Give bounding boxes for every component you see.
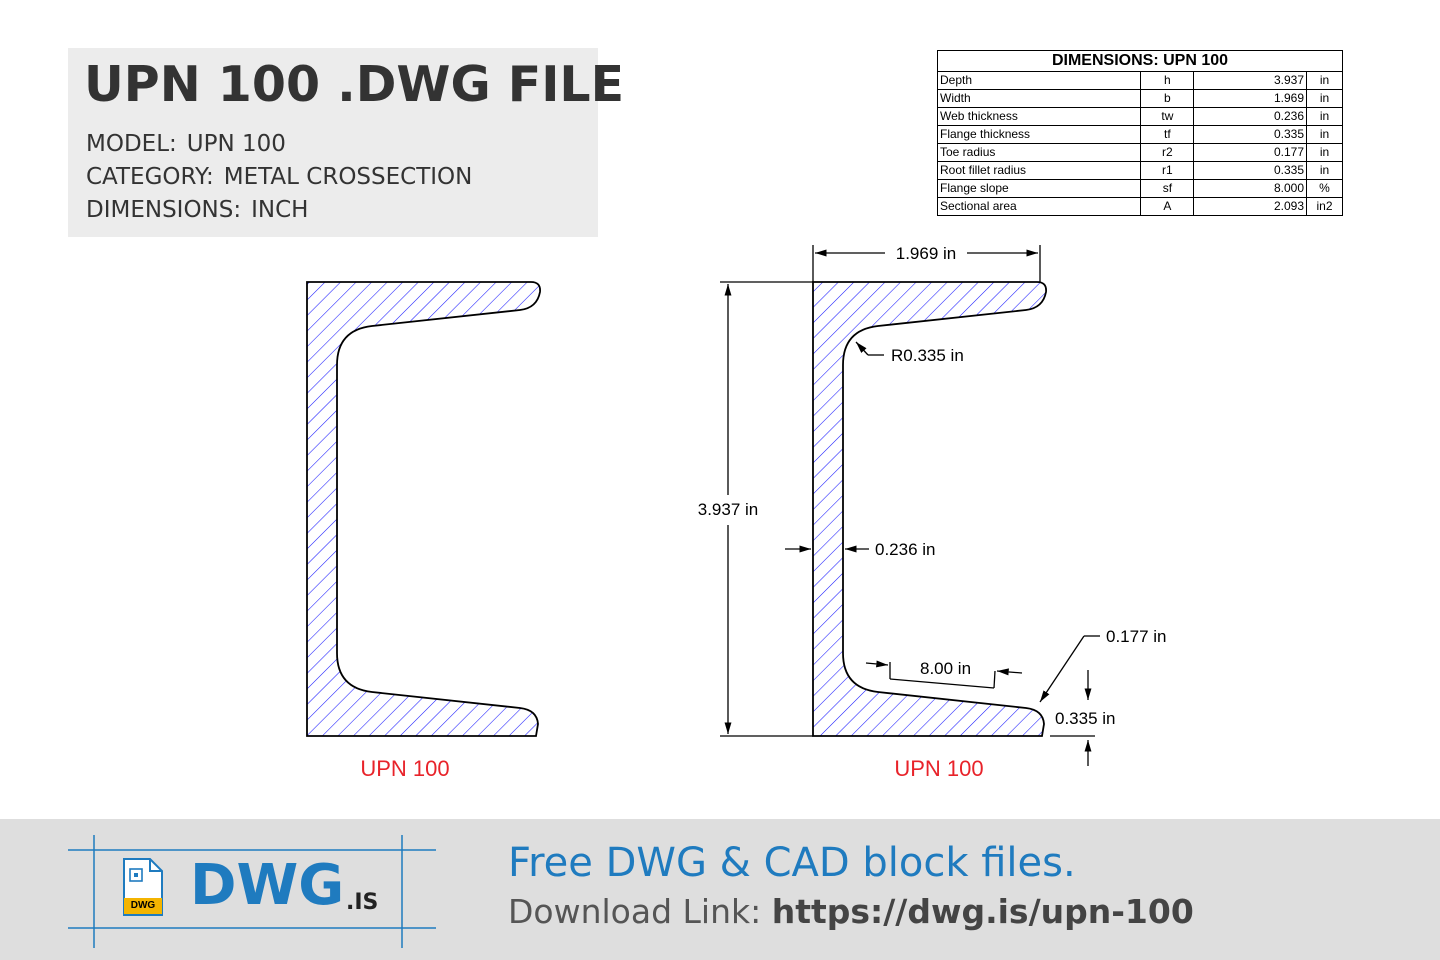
category-label: CATEGORY: [86, 164, 214, 190]
right-caption: UPN 100 [894, 756, 983, 781]
dimensions-label: DIMENSIONS: [86, 197, 242, 223]
flange-thickness-label: 0.335 in [1055, 709, 1116, 728]
dimension-name: Sectional area [936, 197, 1142, 216]
toe-radius-label: 0.177 in [1106, 627, 1167, 646]
model-value: UPN 100 [186, 131, 286, 157]
depth-dimension-label: 3.937 in [698, 500, 759, 519]
footer-bar [0, 819, 1440, 960]
title-panel [68, 48, 598, 237]
model-label: MODEL: [86, 131, 177, 157]
dimension-value: 2.093 [1193, 197, 1308, 216]
upn-section-right [812, 281, 1047, 737]
left-caption: UPN 100 [360, 756, 449, 781]
logo-suffix: .IS [346, 890, 379, 915]
depth-dimension [720, 281, 813, 737]
download-label: Download Link: [508, 892, 762, 931]
root-radius-leader [855, 341, 884, 356]
download-line: Download Link: https://dwg.is/upn-100 [508, 892, 1194, 931]
width-dimension-label: 1.969 in [896, 244, 957, 263]
dimension-value: 0.236 [1193, 107, 1308, 126]
category-value: METAL CROSSECTION [223, 164, 473, 190]
tagline: Free DWG & CAD block files. [508, 840, 1076, 886]
download-link[interactable]: https://dwg.is/upn-100 [771, 892, 1194, 931]
dimension-name: Flange thickness [936, 125, 1142, 144]
root-radius-label: R0.335 in [891, 346, 964, 365]
web-thickness-label: 0.236 in [875, 540, 936, 559]
dimension-name: Web thickness [936, 107, 1142, 126]
dimension-unit: in2 [1306, 197, 1343, 216]
upn-section-left [306, 281, 541, 737]
dimensions-line: DIMENSIONS: INCH [86, 197, 308, 223]
category-line: CATEGORY: METAL CROSSECTION [86, 164, 472, 190]
toe-radius-leader [1039, 635, 1100, 703]
flange-thickness-dimension [1050, 670, 1095, 766]
model-line: MODEL: UPN 100 [86, 131, 286, 157]
logo-frame [68, 835, 436, 948]
cad-drawing: 1.969 in 3.937 in R0.335 in 0.236 in 8.0… [306, 244, 1167, 781]
width-dimension [812, 245, 1041, 282]
flange-slope-dimension [865, 660, 1023, 689]
page-title: UPN 100 .DWG FILE [84, 56, 625, 113]
logo-wordmark: DWG [190, 853, 345, 918]
file-badge: DWG [124, 898, 162, 914]
dimensions-value: INCH [251, 197, 309, 223]
flange-slope-label: 8.00 in [920, 659, 971, 678]
